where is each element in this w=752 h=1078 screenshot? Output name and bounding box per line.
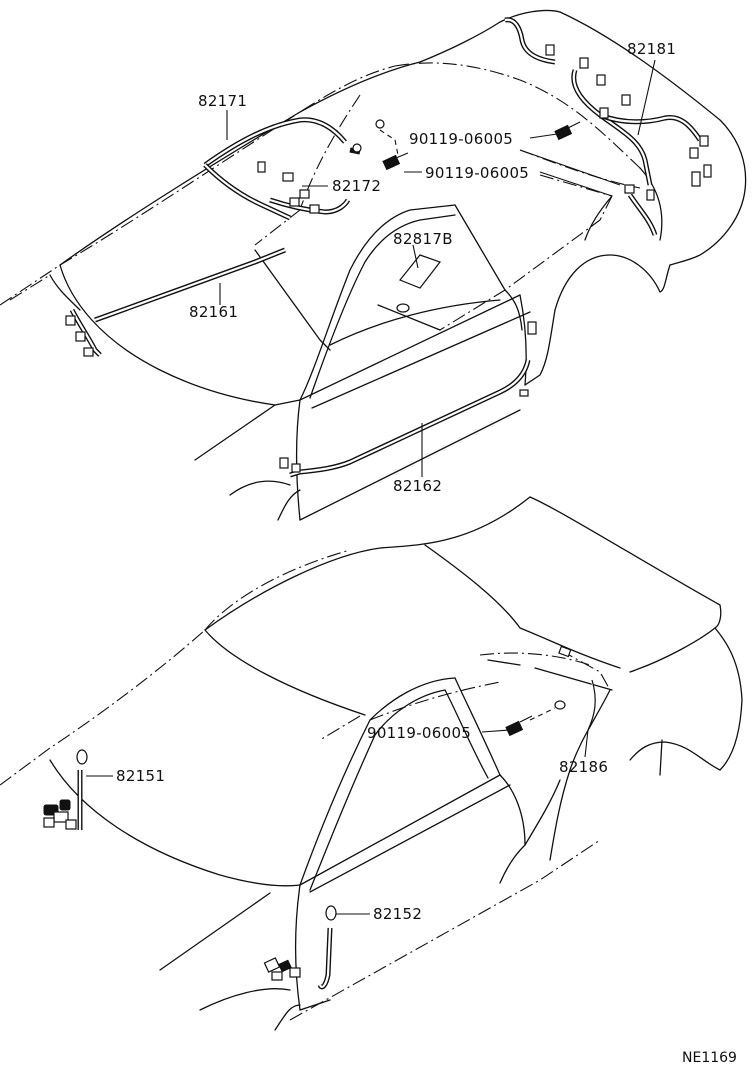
connector-cluster-icon <box>43 799 77 830</box>
grommet-icon <box>352 143 362 153</box>
part-label-82161: 82161 <box>189 303 238 321</box>
label-pad-icon <box>399 254 441 289</box>
bolt-icon <box>505 715 533 737</box>
diagram-code: NE1169 <box>682 1050 737 1066</box>
part-label-90119-c: 90119-06005 <box>367 724 471 742</box>
upper-part-labels: 82181 82171 90119-06005 90119-06005 8217… <box>189 40 676 495</box>
connector-icon <box>599 107 609 119</box>
connector-icon <box>299 189 310 199</box>
connector-icon <box>545 44 555 56</box>
part-label-82186: 82186 <box>559 758 608 776</box>
lower-car-body <box>49 496 743 1031</box>
part-label-82162: 82162 <box>393 477 442 495</box>
connector-icon <box>621 94 631 106</box>
part-label-82817b: 82817B <box>393 230 453 248</box>
lower-phantom-lines <box>0 549 611 1021</box>
connector-icon <box>691 171 701 187</box>
connector-icon <box>558 645 572 658</box>
connector-icon <box>519 389 529 397</box>
part-label-90119-a: 90119-06005 <box>409 130 513 148</box>
weatherstrip-icon <box>587 679 596 731</box>
grommet-icon <box>325 905 337 921</box>
connector-icon <box>596 74 606 86</box>
grommet-icon <box>76 749 88 765</box>
connector-icon <box>646 189 655 201</box>
upper-harness-wires <box>65 17 712 478</box>
upper-car-body <box>0 9 747 521</box>
connector-icon <box>289 197 300 207</box>
connector-icon <box>579 57 589 69</box>
upper-leaders <box>219 59 656 477</box>
connector-icon <box>282 172 294 182</box>
connector-icon <box>257 161 266 173</box>
connector-icon <box>291 463 301 473</box>
part-label-82151: 82151 <box>116 767 165 785</box>
upper-bolts <box>352 119 581 171</box>
connector-icon <box>699 135 709 147</box>
connector-icon <box>65 315 76 326</box>
part-label-82172: 82172 <box>332 177 381 195</box>
part-label-82171: 82171 <box>198 92 247 110</box>
clip-icon <box>554 700 566 710</box>
connector-icon <box>75 331 86 342</box>
connector-icon <box>279 457 289 469</box>
connector-icon <box>689 147 699 159</box>
bolt-icon <box>382 152 409 171</box>
lower-leaders <box>86 729 589 915</box>
connector-icon <box>527 321 537 335</box>
part-label-82152: 82152 <box>373 905 422 923</box>
grommet-icon <box>375 119 385 129</box>
part-label-82181: 82181 <box>627 40 676 58</box>
connector-cluster-icon <box>263 957 301 981</box>
bolt-icon <box>554 121 581 141</box>
connector-icon <box>309 204 320 214</box>
clip-icon <box>396 303 410 313</box>
connector-icon <box>624 184 635 194</box>
part-label-90119-b: 90119-06005 <box>425 164 529 182</box>
lower-part-labels: 90119-06005 82186 82151 82152 <box>116 724 608 923</box>
connector-icon <box>83 347 94 357</box>
lower-harness-wires <box>43 645 596 990</box>
connector-icon <box>703 164 712 178</box>
